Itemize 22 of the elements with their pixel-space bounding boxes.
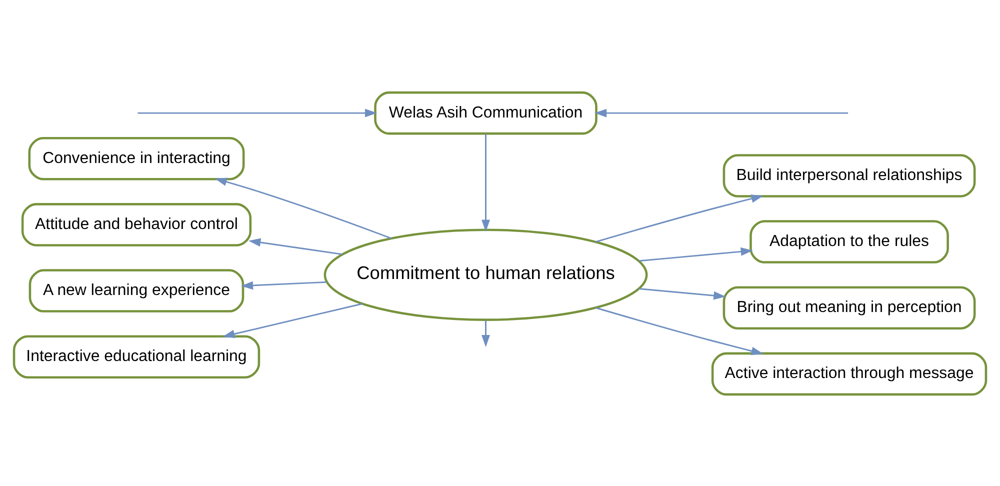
node-box: Adaptation to the rules (750, 220, 949, 263)
arrow (482, 134, 490, 232)
arrow (138, 108, 378, 117)
node-box: Active interaction through message (711, 352, 988, 396)
node-box: Bring out meaning in perception (722, 286, 976, 329)
node-box: Convenience in interacting (28, 136, 245, 180)
node-ellipse: Commitment to human relations (324, 228, 648, 320)
node-box: Attitude and behavior control (21, 202, 252, 246)
arrow (214, 177, 392, 239)
arrow (594, 108, 848, 117)
arrow (595, 306, 764, 355)
node-box: Welas Asih Communication (374, 90, 598, 134)
arrow (482, 320, 490, 347)
arrow (595, 194, 764, 242)
node-box: A new learning experience (28, 268, 244, 312)
arrow (638, 288, 726, 300)
arrow (248, 238, 343, 255)
arrow (638, 246, 753, 262)
arrow (222, 302, 363, 338)
arrow (240, 280, 327, 290)
node-box: Interactive educational learning (12, 334, 260, 378)
node-box: Build interpersonal relationships (722, 154, 976, 197)
